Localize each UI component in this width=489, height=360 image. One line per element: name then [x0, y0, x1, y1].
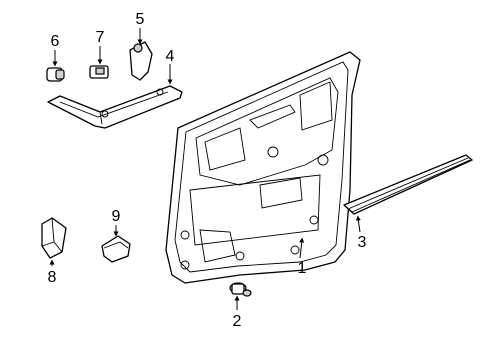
- pull-handle-part-4: [47, 85, 183, 129]
- door-trim-panel: [165, 51, 361, 284]
- callout-6: 6: [51, 33, 60, 50]
- callout-4: 4: [166, 48, 175, 65]
- leader-lines: [49, 28, 361, 310]
- callout-1: 1: [298, 260, 307, 277]
- callout-labels: 1 2 3 4 5 6 7 8 9: [48, 11, 367, 330]
- callout-7: 7: [96, 29, 105, 46]
- callout-5: 5: [136, 11, 145, 28]
- clip-part-2: [229, 282, 252, 297]
- weatherstrip-part-3: [343, 154, 473, 215]
- callout-2: 2: [233, 313, 242, 330]
- switch-bezel-part-9: [101, 235, 131, 263]
- bracket-part-5: [129, 41, 153, 81]
- cover-part-8: [41, 217, 67, 259]
- clip-part-7: [89, 65, 109, 79]
- callout-8: 8: [48, 269, 57, 286]
- callout-3: 3: [358, 234, 367, 251]
- cap-part-6: [46, 67, 65, 82]
- callout-9: 9: [112, 208, 121, 225]
